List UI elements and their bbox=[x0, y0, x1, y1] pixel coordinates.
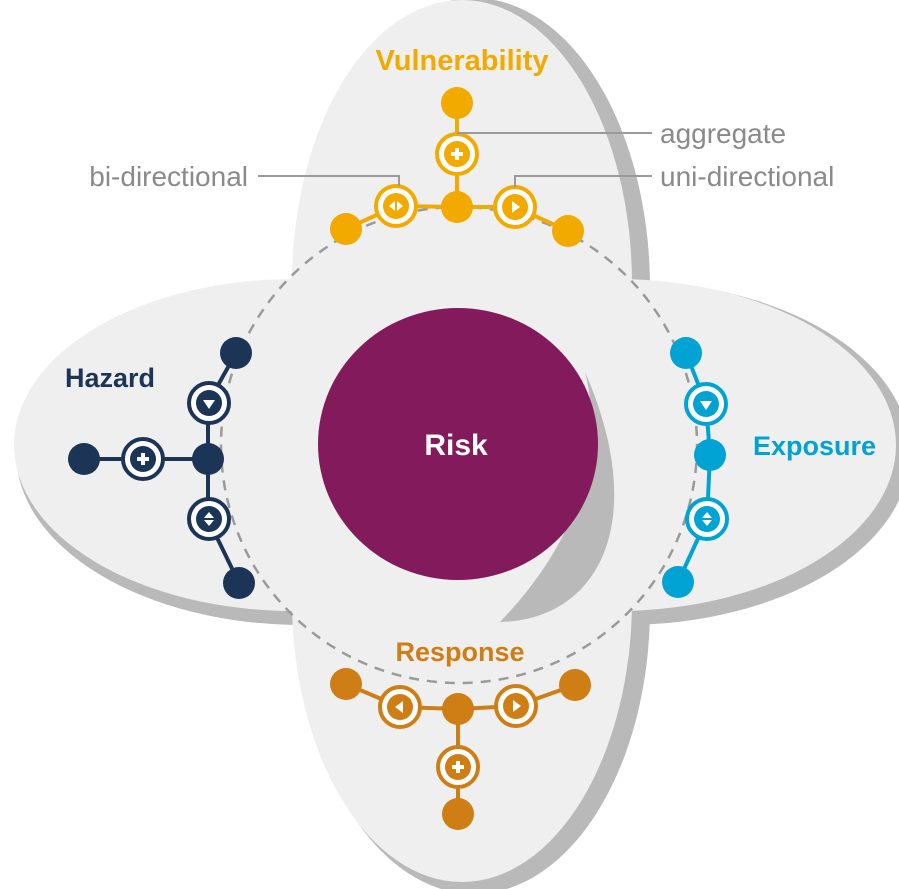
vulnerability-node-top bbox=[441, 87, 473, 119]
response-node-center bbox=[442, 693, 474, 725]
hazard-label: Hazard bbox=[65, 363, 155, 393]
hazard-node-top bbox=[220, 337, 252, 369]
risk-center: Risk bbox=[318, 308, 615, 622]
legend-unidirectional: uni-directional bbox=[660, 161, 834, 192]
response-node-left bbox=[330, 668, 362, 700]
single-arrow-icon bbox=[187, 381, 231, 425]
response-label: Response bbox=[395, 637, 524, 667]
double-arrow-icon bbox=[685, 497, 729, 541]
hazard-node-center bbox=[192, 443, 224, 475]
vulnerability-group: Vulnerability bbox=[330, 45, 584, 247]
plus-icon bbox=[436, 745, 480, 789]
exposure-label: Exposure bbox=[753, 431, 876, 461]
single-arrow-icon bbox=[378, 685, 422, 729]
vulnerability-node-left bbox=[330, 213, 362, 245]
legend: aggregate bi-directional uni-directional bbox=[89, 118, 834, 192]
single-arrow-icon bbox=[493, 185, 537, 229]
exposure-group: Exposure bbox=[662, 337, 876, 598]
vulnerability-node-right bbox=[552, 215, 584, 247]
response-node-right bbox=[559, 669, 591, 701]
vulnerability-node-center bbox=[441, 191, 473, 223]
hazard-group: Hazard bbox=[65, 337, 255, 599]
legend-bidirectional: bi-directional bbox=[89, 161, 248, 192]
exposure-node-bottom bbox=[662, 566, 694, 598]
single-arrow-icon bbox=[684, 382, 728, 426]
plus-icon bbox=[435, 132, 479, 176]
exposure-node-top bbox=[670, 337, 702, 369]
exposure-node-center bbox=[694, 439, 726, 471]
single-arrow-icon bbox=[494, 684, 538, 728]
risk-swoosh bbox=[500, 372, 615, 622]
risk-circle bbox=[318, 308, 598, 580]
risk-label: Risk bbox=[424, 429, 488, 462]
double-arrow-icon bbox=[187, 497, 231, 541]
response-node-bottom bbox=[442, 798, 474, 830]
response-group: Response bbox=[330, 637, 591, 830]
unidirectional-leader bbox=[514, 175, 652, 187]
vulnerability-label: Vulnerability bbox=[376, 45, 549, 77]
hazard-node-bottom bbox=[223, 567, 255, 599]
hazard-node-left bbox=[68, 443, 100, 475]
plus-icon bbox=[121, 437, 165, 481]
legend-aggregate: aggregate bbox=[660, 118, 786, 149]
double-arrow-icon bbox=[374, 184, 418, 228]
bidirectional-leader bbox=[258, 175, 400, 186]
